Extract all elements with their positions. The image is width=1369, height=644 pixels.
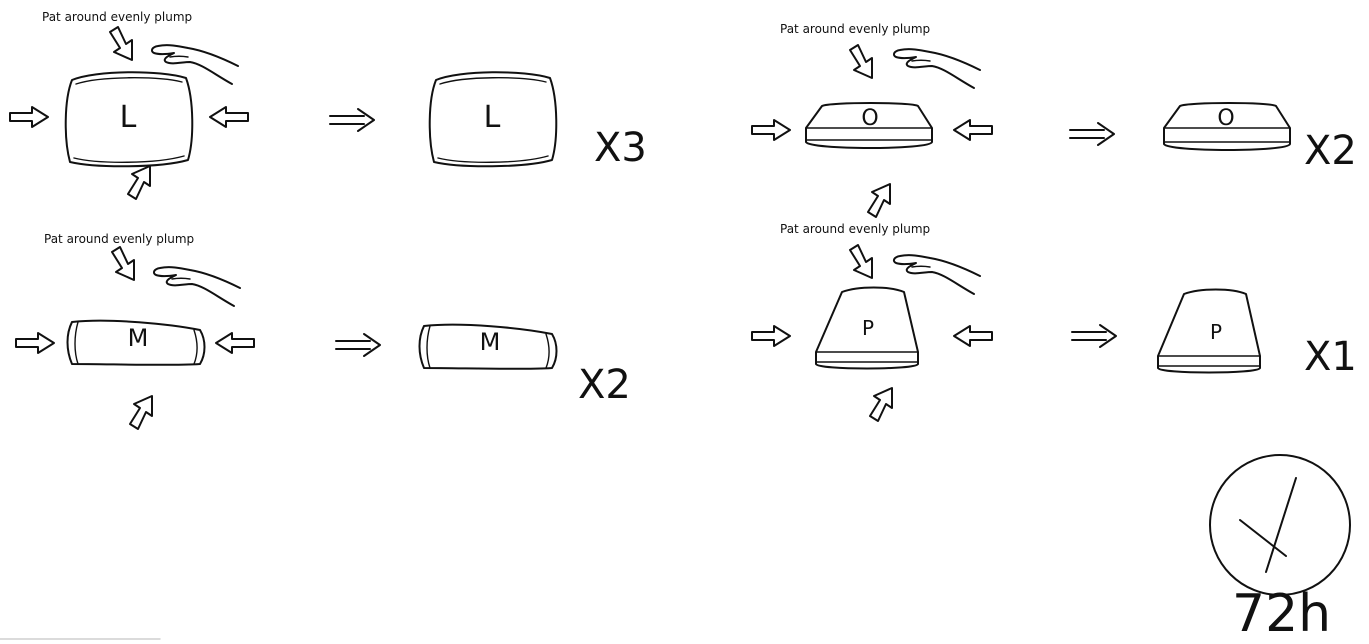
bottom-arrow-icon — [129, 395, 153, 430]
timer-label: 72h — [1232, 584, 1332, 644]
cushion-m-group — [15, 246, 558, 430]
cushion-p-after — [1157, 288, 1261, 374]
instruction-caption: Pat around evenly plump — [780, 222, 931, 236]
right-arrow-icon — [751, 325, 791, 347]
hand-icon — [150, 44, 239, 85]
cushion-p-label: P — [861, 316, 875, 340]
hand-icon — [152, 266, 241, 307]
cushion-o-after — [1163, 102, 1291, 151]
cushion-m-label: M — [479, 328, 501, 356]
instruction-caption: Pat around evenly plump — [44, 232, 195, 246]
transition-arrow-icon — [1071, 324, 1117, 348]
left-arrow-icon — [209, 106, 249, 128]
cushion-m-label: M — [127, 324, 149, 352]
cushion-p-label: P — [1209, 320, 1223, 344]
left-arrow-icon — [953, 119, 993, 141]
cushion-m-before — [66, 319, 206, 366]
transition-arrow-icon — [335, 333, 381, 357]
left-arrow-icon — [215, 332, 255, 354]
bottom-arrow-icon — [869, 387, 893, 422]
hand-icon — [892, 48, 981, 89]
top-arrow-icon — [109, 26, 133, 61]
cushion-l-quantity: X3 — [594, 125, 647, 171]
right-arrow-icon — [9, 106, 49, 128]
top-arrow-icon — [849, 244, 873, 279]
transition-arrow-icon — [1069, 122, 1115, 146]
cushion-p-before — [815, 286, 919, 370]
hand-icon — [892, 254, 981, 295]
top-arrow-icon — [849, 44, 873, 79]
cushion-l-label: L — [119, 100, 137, 135]
cushion-l-label: L — [483, 100, 501, 135]
cushion-l-after — [428, 71, 558, 168]
cushion-o-before — [805, 102, 933, 149]
cushion-l-group — [9, 26, 558, 200]
instruction-caption: Pat around evenly plump — [42, 10, 193, 24]
transition-arrow-icon — [329, 108, 375, 132]
cushion-m-quantity: X2 — [578, 362, 631, 408]
cushion-o-quantity: X2 — [1304, 128, 1357, 174]
cushion-l-before — [64, 71, 194, 168]
cushion-o-group — [751, 44, 1291, 218]
bottom-arrow-icon — [127, 165, 151, 200]
right-arrow-icon — [751, 119, 791, 141]
right-arrow-icon — [15, 332, 55, 354]
bottom-arrow-icon — [867, 183, 891, 218]
left-arrow-icon — [953, 325, 993, 347]
instruction-caption: Pat around evenly plump — [780, 22, 931, 36]
cushion-o-label: O — [861, 106, 879, 131]
cushion-m-after — [418, 323, 558, 370]
top-arrow-icon — [111, 246, 135, 281]
cushion-o-label: O — [1217, 106, 1235, 131]
cushion-p-group — [751, 244, 1261, 422]
cushion-p-quantity: X1 — [1304, 334, 1357, 380]
clock-icon — [1209, 454, 1351, 596]
